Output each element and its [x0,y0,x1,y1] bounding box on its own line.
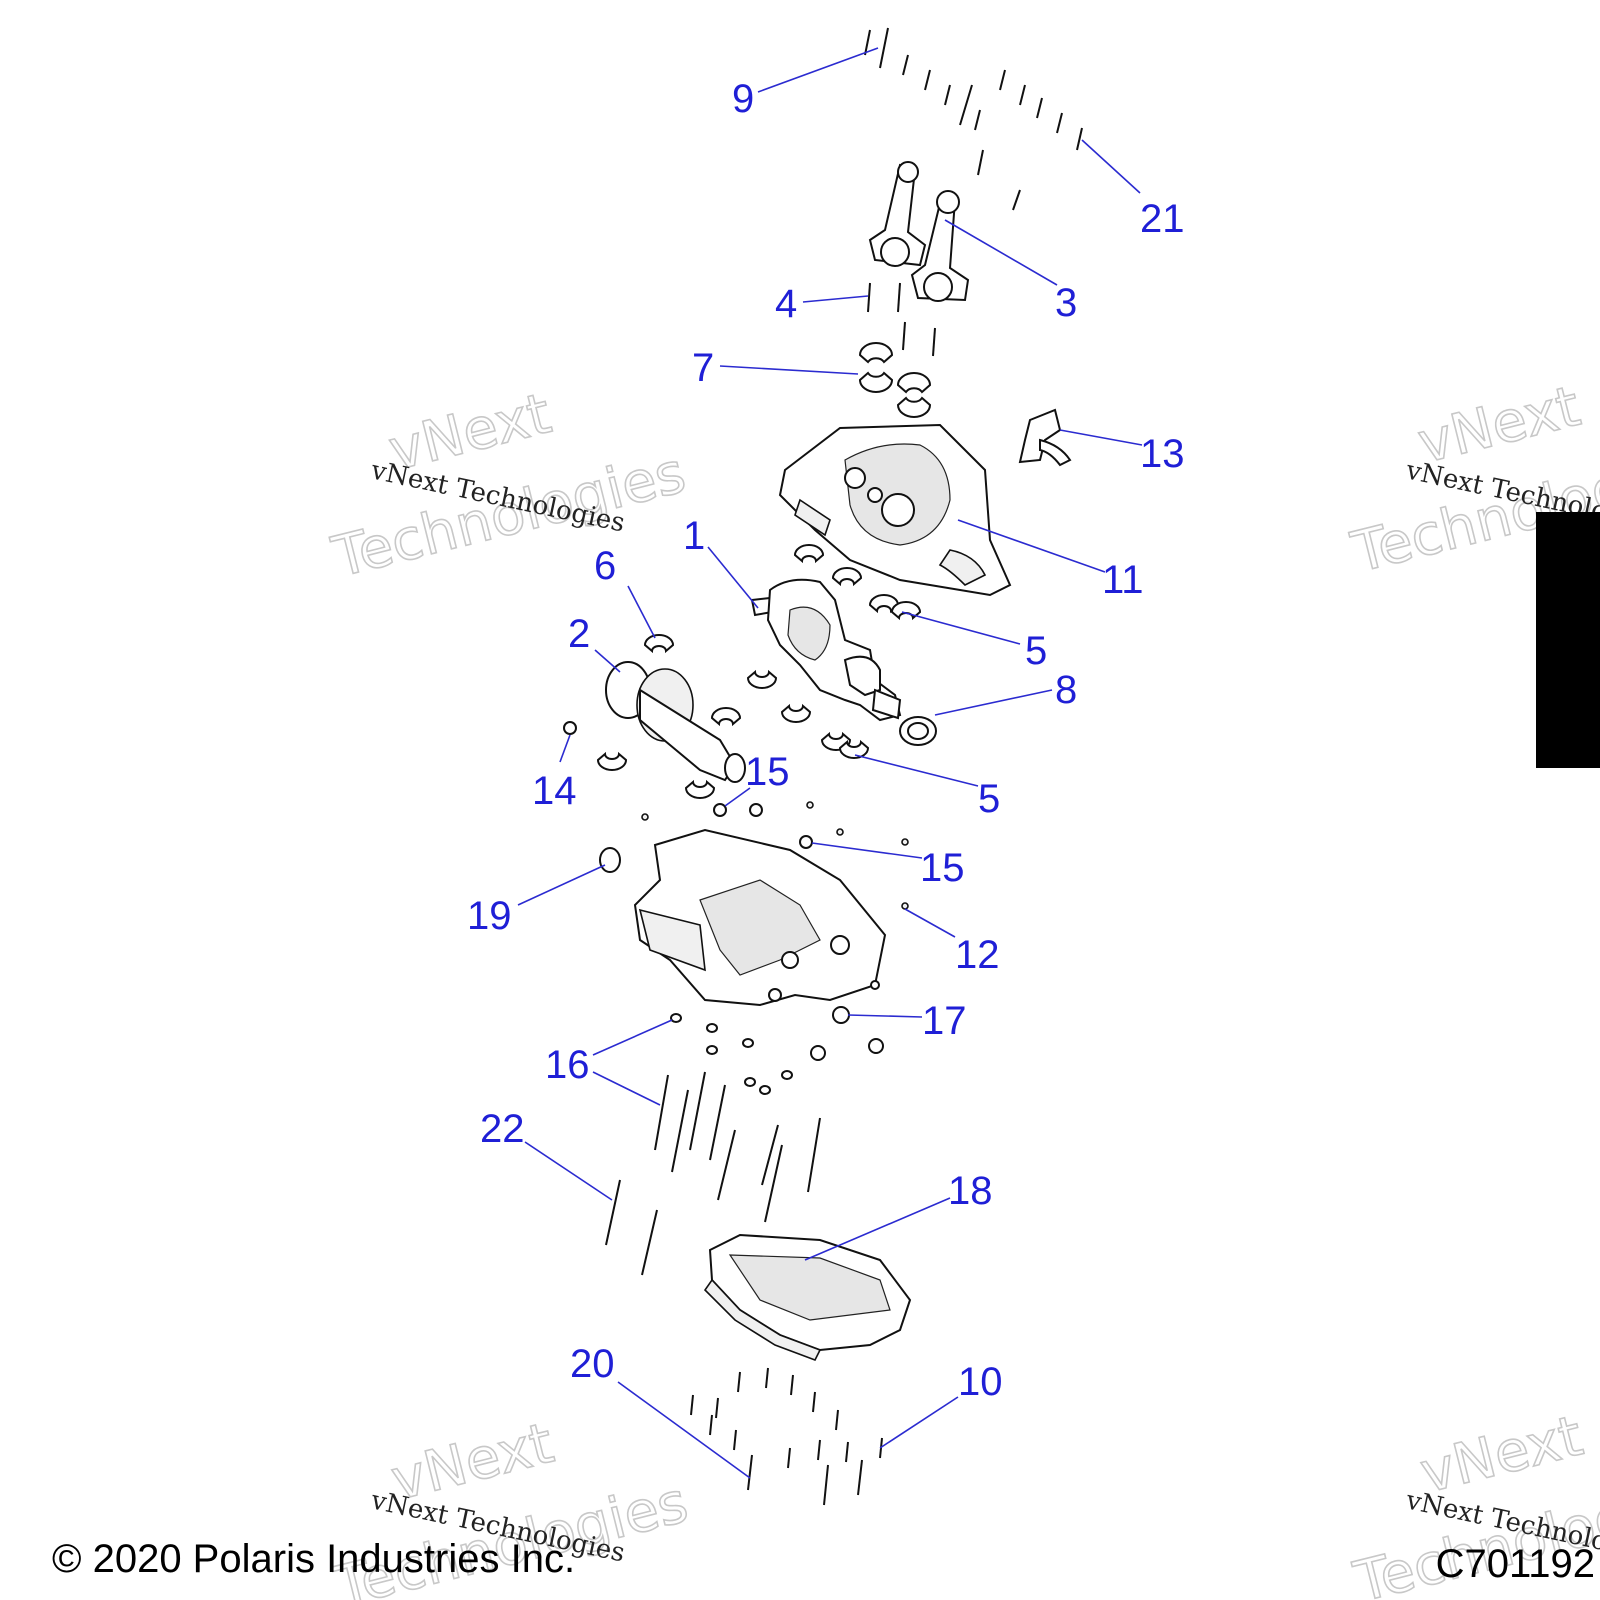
leader-16b [592,1071,661,1106]
leader-8 [934,689,1053,716]
callout-22: 22 [480,1107,525,1151]
leader-3 [944,219,1058,286]
leader-6 [627,585,656,639]
callout-16: 16 [545,1043,590,1087]
balance-shaft [605,661,746,783]
crankshaft [750,578,902,722]
lower-crankcase [633,828,887,1007]
connecting-rods [868,161,970,302]
leader-9 [757,47,879,93]
leader-15b [811,842,923,859]
callout-18: 18 [948,1169,993,1213]
leader-16a [592,1019,673,1056]
plug-19 [599,847,621,873]
callout-5a: 5 [1025,629,1047,673]
figure-code: C701192 [1436,1542,1595,1586]
leader-21 [1081,139,1141,194]
callout-7: 7 [692,346,714,390]
part-13-bracket [1018,408,1072,467]
leader-22 [524,1141,613,1201]
callout-14: 14 [532,769,577,813]
leader-14 [559,734,571,763]
main-bearings-upper [793,544,922,621]
callout-labels: 9 21 3 4 7 13 11 1 6 2 5 8 5 14 15 15 19… [467,77,1185,1404]
leader-lines [517,47,1143,1479]
leader-12 [904,908,956,938]
callout-10: 10 [958,1360,1003,1404]
callout-6: 6 [594,544,616,588]
watermark-large-7: vNext [1414,1404,1588,1507]
leader-5b [854,754,979,787]
leader-1 [707,546,759,609]
watermark-top-left: vNext Technologies [325,380,692,591]
long-bolts [605,1071,821,1276]
callout-21: 21 [1140,197,1185,241]
callout-15a: 15 [745,750,790,794]
callout-17: 17 [922,999,967,1043]
callout-20: 20 [570,1342,615,1386]
callout-19: 19 [467,894,512,938]
balance-bearings [596,707,742,799]
callout-5b: 5 [978,777,1000,821]
callout-13: 13 [1140,432,1185,476]
side-tab-marker [1536,512,1600,768]
callout-4: 4 [775,282,797,326]
leader-5a [901,611,1021,645]
pan-bolts [690,1367,883,1506]
rod-bolts [867,282,936,357]
copyright-text: © 2020 Polaris Industries Inc. [52,1537,575,1581]
callout-12: 12 [955,933,1000,977]
callout-1: 1 [683,514,705,558]
leader-10 [879,1396,959,1449]
callout-2: 2 [568,612,590,656]
callout-3: 3 [1055,281,1077,325]
nuts-washers [670,1006,884,1095]
rod-bearings [858,342,932,418]
leader-2 [594,649,621,673]
main-bearings-lower [746,669,870,759]
balance-bearing-6 [643,634,675,654]
oil-pan [703,1233,912,1362]
callout-11: 11 [1102,558,1144,602]
callout-15b: 15 [920,846,965,890]
leader-20 [617,1381,751,1479]
leader-18 [804,1197,951,1261]
leader-17 [847,1014,923,1018]
leader-15a [724,787,751,807]
bolt-group-top [864,27,1083,211]
oil-seal [899,716,937,746]
upper-crankcase [778,423,1012,597]
callout-8: 8 [1055,668,1077,712]
leader-4 [802,295,869,303]
leader-13 [1059,429,1143,446]
leader-11 [957,519,1106,573]
callout-9: 9 [732,77,754,121]
leader-7 [719,365,859,375]
leader-19 [517,864,606,906]
